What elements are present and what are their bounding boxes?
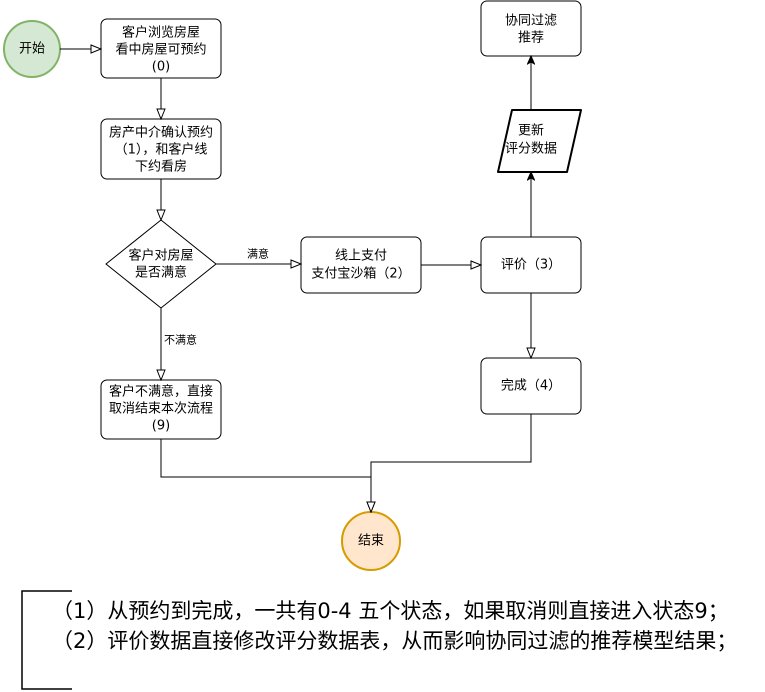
pay-node-line: 支付宝沙箱（2） [311, 266, 410, 282]
browse-node-line: 看中房屋可预约 [115, 42, 206, 58]
note-line: （1）从预约到完成，一共有0-4 五个状态，如果取消则直接进入状态9； [52, 599, 729, 623]
decision-node-shape [105, 219, 217, 309]
decision-node: 客户对房屋 是否满意 [105, 219, 217, 309]
pay-node-shape [300, 236, 422, 294]
recommend-node-shape [480, 0, 582, 57]
update-node-line: 评分数据 [505, 142, 557, 157]
start-node-label: 开始 [19, 42, 45, 57]
notes-bracket [21, 590, 72, 690]
browse-node-line: 客户浏览房屋 [122, 25, 200, 41]
confirm-node-line: （1），和客户线 [115, 142, 208, 158]
note-line: （2）评价数据直接修改评分数据表，从而影响协同过滤的推荐模型结果； [52, 629, 737, 653]
complete-node: 完成（4） [480, 357, 582, 415]
rate-node-label: 评价（3） [501, 258, 561, 273]
end-node: 结束 [341, 511, 401, 571]
pay-node: 线上支付 支付宝沙箱（2） [300, 236, 422, 294]
update-node-shape [497, 109, 582, 173]
edge-label-satisfied: 满意 [247, 247, 269, 261]
start-node: 开始 [3, 20, 61, 78]
pay-node-line: 线上支付 [335, 249, 387, 264]
recommend-node-line: 协同过滤 [505, 14, 557, 29]
browse-node: 客户浏览房屋 看中房屋可预约 (0) [100, 18, 222, 79]
cancel-node: 客户不满意，直接 取消结束本次流程 (9) [100, 379, 222, 440]
confirm-node: 房产中介确认预约 （1），和客户线 下约看房 [100, 118, 222, 180]
complete-node-label: 完成（4） [501, 379, 561, 394]
rate-node: 评价（3） [480, 236, 582, 294]
cancel-node-line: (9) [152, 419, 170, 434]
confirm-node-line: 房产中介确认预约 [109, 125, 213, 141]
decision-node-line: 客户对房屋 [128, 248, 193, 264]
arrow-complete-to-end [371, 414, 532, 512]
update-node: 更新 评分数据 [497, 109, 582, 173]
update-node-line: 更新 [518, 123, 544, 139]
decision-node-line: 是否满意 [135, 265, 187, 281]
cancel-node-line: 取消结束本次流程 [109, 401, 213, 417]
cancel-node-line: 客户不满意，直接 [109, 384, 213, 400]
confirm-node-line: 下约看房 [135, 159, 187, 175]
recommend-node: 协同过滤 推荐 [480, 0, 582, 57]
browse-node-line: (0) [152, 60, 170, 75]
edge-label-unsatisfied: 不满意 [164, 333, 197, 347]
notes-block: （1）从预约到完成，一共有0-4 五个状态，如果取消则直接进入状态9； （2）评… [21, 590, 737, 690]
recommend-node-line: 推荐 [518, 31, 544, 46]
arrow-cancel-to-end [160, 439, 371, 512]
end-node-label: 结束 [358, 534, 384, 549]
